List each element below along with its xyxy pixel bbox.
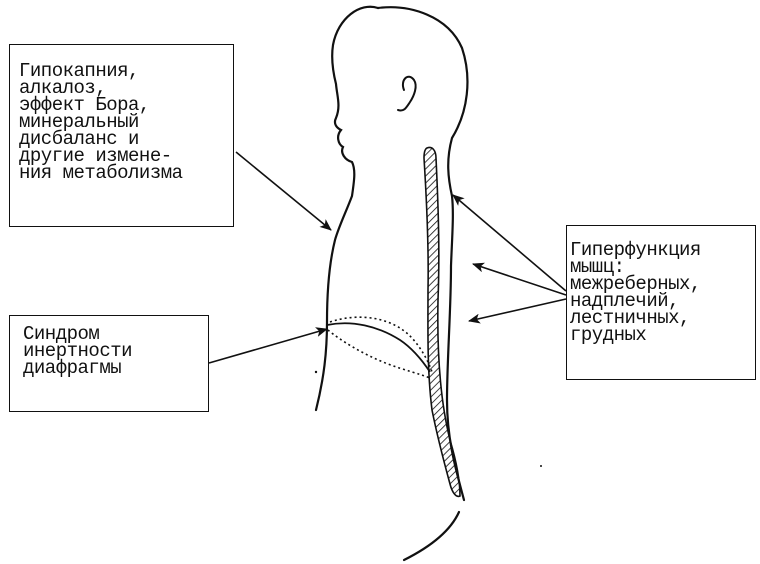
spine-hatched xyxy=(424,147,460,496)
muscles-label-line: грудных xyxy=(570,327,755,344)
metabolism-label-line: ния метаболизма xyxy=(19,165,233,182)
arrow-metabolism xyxy=(236,152,331,230)
diaphragm-dotted-lower xyxy=(328,330,430,378)
buttock-contour xyxy=(404,512,459,560)
diaphragm-label-box: Синдром инертности диафрагмы xyxy=(9,315,209,412)
metabolism-label-box: Гипокапния, алкалоз, эффект Бора, минера… xyxy=(9,44,234,227)
diaphragm-dotted-upper xyxy=(330,317,432,372)
diaphragm-label-line: диафрагмы xyxy=(23,360,208,377)
body-back-contour xyxy=(378,7,467,500)
arrow-muscle-lower xyxy=(469,299,566,321)
ear-icon xyxy=(398,77,416,111)
arrow-diaphragm xyxy=(209,329,327,363)
diaphragm-line xyxy=(327,323,430,372)
stray-dot xyxy=(540,465,542,467)
body-front-contour xyxy=(316,7,378,410)
muscle-hyperfunction-label-box: Гиперфункция мышц: межреберных, надплечи… xyxy=(566,225,756,380)
stray-dot xyxy=(315,371,317,373)
